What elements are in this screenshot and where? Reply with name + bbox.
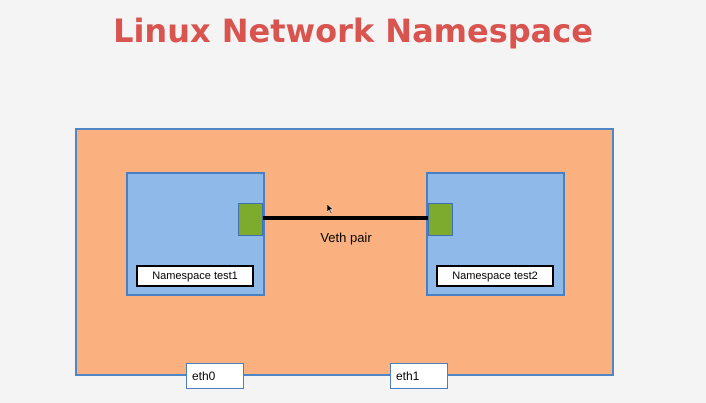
eth0-interface: eth0 xyxy=(186,363,244,389)
namespace-test2-label: Namespace test2 xyxy=(436,265,554,287)
slide-title: Linux Network Namespace xyxy=(113,12,593,50)
mouse-cursor-icon xyxy=(327,204,334,214)
veth-pair-link xyxy=(263,216,428,220)
veth-pair-label: Veth pair xyxy=(320,230,372,245)
namespace-test1-label: Namespace test1 xyxy=(136,265,254,287)
veth-endpoint-test1 xyxy=(238,203,263,236)
veth-endpoint-test2 xyxy=(428,203,453,236)
eth1-interface: eth1 xyxy=(390,363,448,389)
